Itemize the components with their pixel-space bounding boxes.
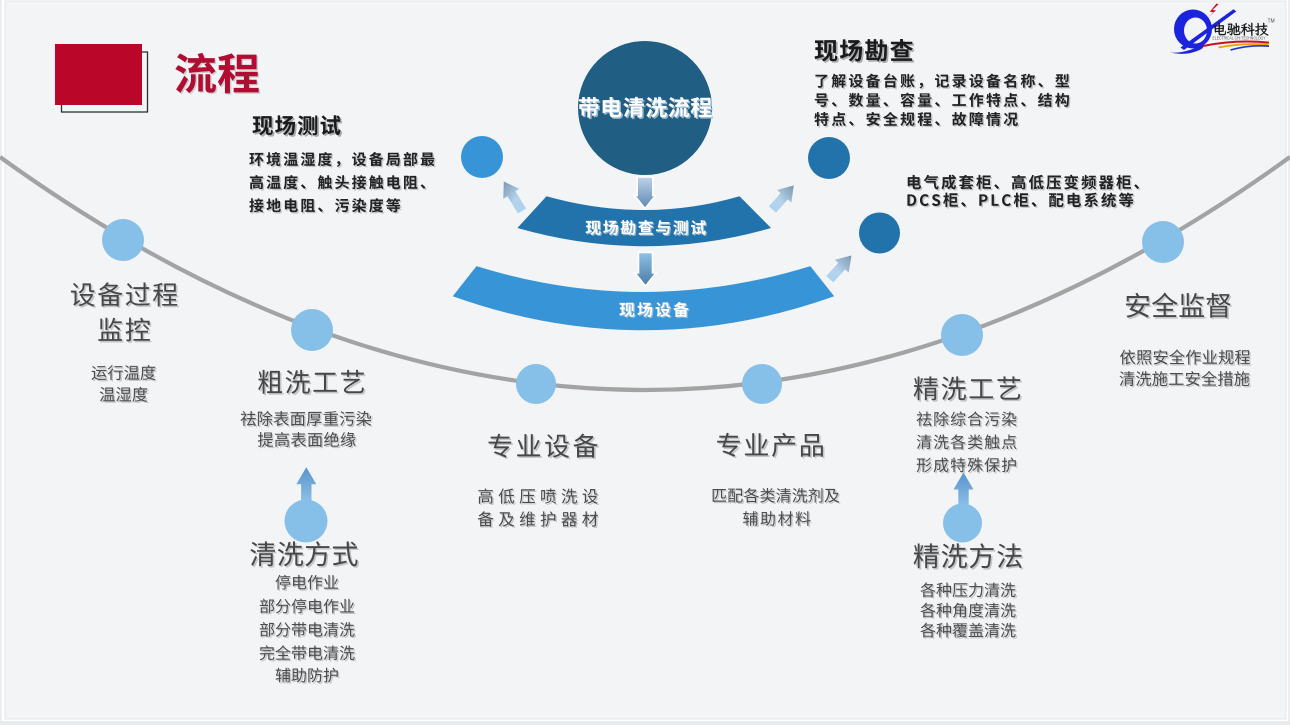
svg-text:TM: TM xyxy=(1268,19,1275,25)
svg-text:ELECTRICAL CHI TECHNOLOGY: ELECTRICAL CHI TECHNOLOGY xyxy=(1213,36,1266,41)
